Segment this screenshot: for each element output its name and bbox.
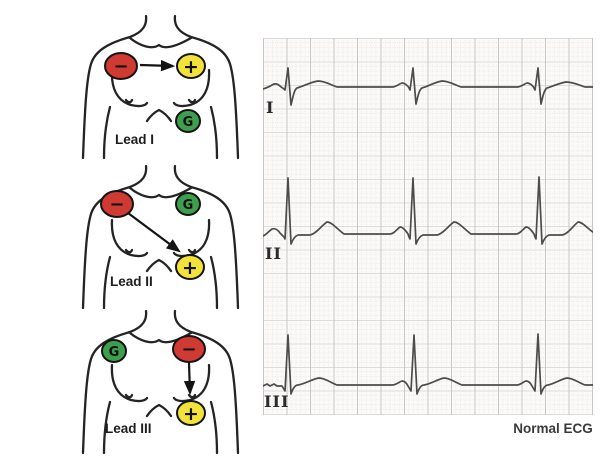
ground-electrode [175, 109, 201, 133]
lead-iii-diagram: G − + Lead III [81, 309, 240, 455]
positive-electrode [175, 254, 205, 280]
ground-icon: G [183, 198, 194, 213]
ecg-strip: I II III [263, 38, 593, 415]
ecg-caption: Normal ECG [513, 421, 593, 436]
trace-lead-ii [263, 176, 593, 245]
trace-iii-label: III [264, 392, 289, 411]
ground-electrode [101, 339, 127, 363]
ecg-grid-paper [263, 38, 593, 415]
plus-icon: + [183, 403, 199, 425]
negative-electrode [100, 190, 134, 218]
ground-icon: G [183, 115, 194, 130]
negative-electrode [172, 335, 206, 363]
plus-icon: + [182, 257, 198, 279]
positive-electrode [176, 400, 206, 426]
trace-lead-i [263, 67, 593, 106]
lead-vector-arrow [127, 212, 181, 253]
trace-ii-label: II [265, 244, 282, 263]
plus-icon: + [183, 56, 199, 78]
lead-i-diagram: − + G Lead I [81, 14, 240, 160]
lead-i-label: Lead I [115, 132, 154, 147]
negative-electrode [104, 52, 138, 80]
torso-outline [81, 14, 240, 160]
lead-vector-arrow [183, 362, 196, 396]
minus-icon: − [181, 339, 196, 360]
minus-icon: − [113, 56, 128, 77]
minus-icon: − [109, 194, 124, 215]
lead-ii-label: Lead II [110, 274, 153, 289]
lead-vector-arrow [139, 59, 176, 72]
ground-icon: G [109, 345, 120, 360]
lead-iii-label: Lead III [105, 421, 152, 436]
positive-electrode [176, 53, 206, 79]
trace-i-label: I [266, 98, 274, 117]
lead-ii-diagram: − G + Lead II [81, 164, 240, 310]
ground-electrode [175, 192, 201, 216]
trace-lead-iii [263, 333, 593, 395]
